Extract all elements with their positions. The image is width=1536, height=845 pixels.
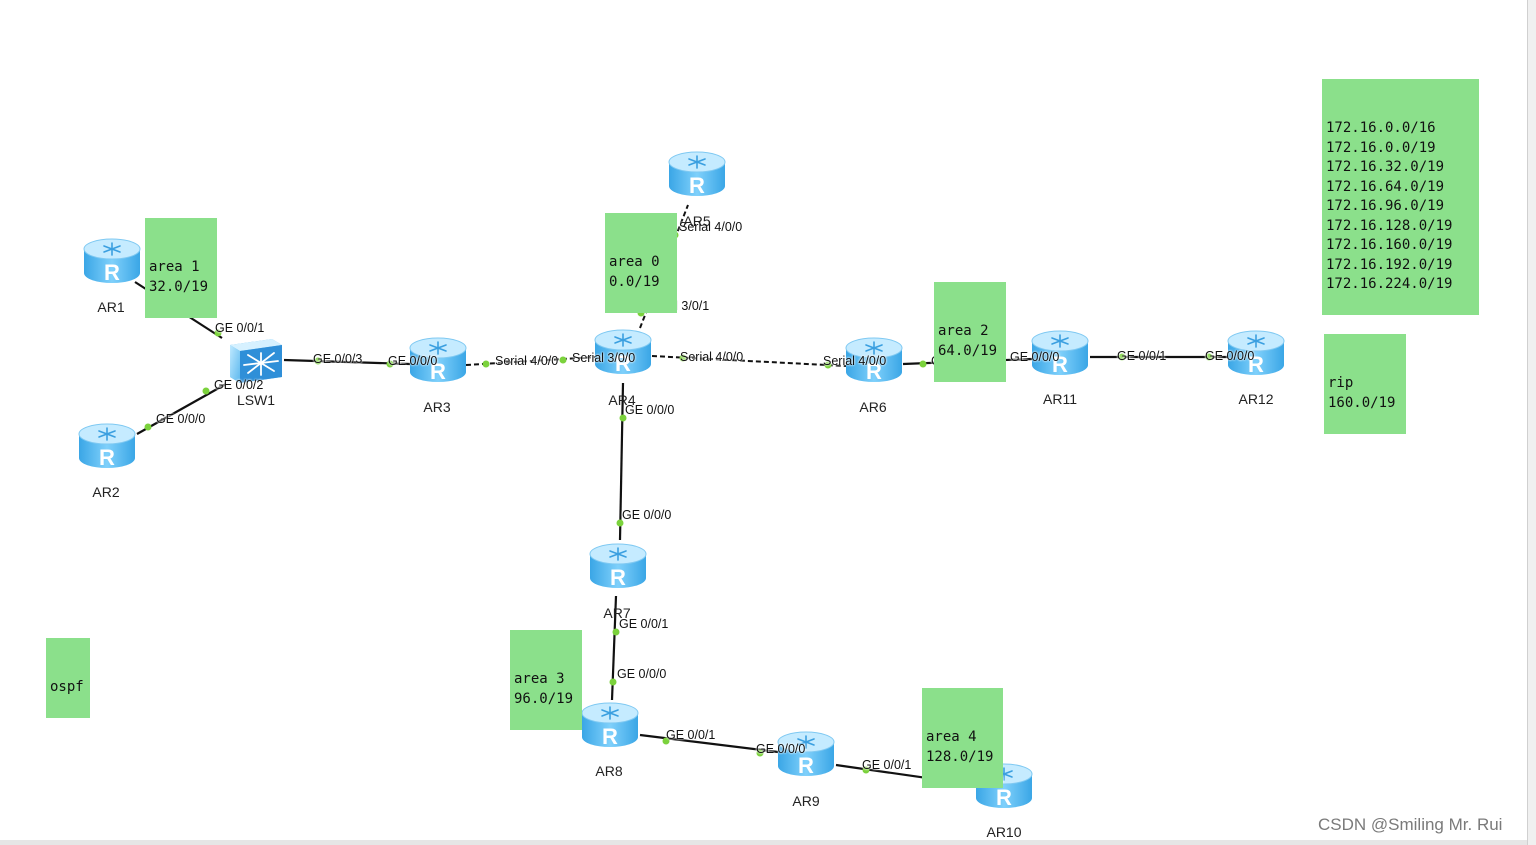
port-label-ar4: Serial 4/0/0 xyxy=(680,350,744,364)
device-label-ar10: AR10 xyxy=(986,824,1022,840)
device-label-ar7: AR7 xyxy=(603,605,631,621)
router-icon[interactable] xyxy=(83,238,141,286)
device-label-ar2: AR2 xyxy=(92,484,120,500)
port-label-ar9: GE 0/0/0 xyxy=(756,742,806,756)
link-ar3-ar4[interactable] xyxy=(465,356,597,366)
port-dot-ar11 xyxy=(1118,353,1126,361)
port-label-ar11: GE 0/0/0 xyxy=(1010,350,1060,364)
device-label-ar11: AR11 xyxy=(1043,391,1077,407)
note-ospf[interactable]: ospf xyxy=(46,638,90,718)
port-dot-ar9 xyxy=(862,766,870,774)
port-label-ar6: Serial 4/0/0 xyxy=(823,354,887,368)
port-label-ar8: GE 0/0/0 xyxy=(617,667,667,681)
router-icon[interactable] xyxy=(589,543,647,591)
device-label-ar12: AR12 xyxy=(1238,391,1274,407)
port-dot-ar7 xyxy=(612,628,620,636)
device-label-ar5: AR5 xyxy=(683,213,711,229)
router-icon[interactable] xyxy=(78,423,136,471)
device-label-ar3: AR3 xyxy=(423,399,451,415)
port-dot-ar8 xyxy=(609,678,617,686)
port-dot-ar8 xyxy=(662,737,670,745)
port-label-lsw1: GE 0/0/1 xyxy=(215,321,265,335)
port-dot-ar6 xyxy=(919,360,927,368)
port-label-lsw1: GE 0/0/3 xyxy=(313,352,363,366)
port-dots-layer xyxy=(144,231,1213,788)
router-icon[interactable] xyxy=(668,151,726,199)
link-ar4-ar7[interactable] xyxy=(618,382,625,541)
devices-layer xyxy=(78,151,1285,811)
link-ar8-ar9[interactable] xyxy=(639,733,779,754)
port-dot-ar4 xyxy=(559,356,567,364)
device-label-ar1: AR1 xyxy=(97,299,125,315)
device-label-ar9: AR9 xyxy=(792,793,820,809)
port-label-ar4: GE 0/0/0 xyxy=(625,403,675,417)
port-dot-ar6 xyxy=(824,361,832,369)
port-label-ar4: Serial 3/0/0 xyxy=(572,351,636,365)
horizontal-scrollbar[interactable] xyxy=(0,840,1527,845)
port-label-ar7: GE 0/0/0 xyxy=(622,508,672,522)
device-label-ar6: AR6 xyxy=(859,399,887,415)
port-label-ar2: GE 0/0/0 xyxy=(156,412,206,426)
port-label-ar8: GE 0/0/1 xyxy=(666,728,716,742)
device-label-ar4: AR4 xyxy=(608,392,636,408)
router-icon[interactable] xyxy=(581,702,639,750)
device-label-lsw1: LSW1 xyxy=(236,392,276,408)
port-label-lsw1: GE 0/0/2 xyxy=(214,378,264,392)
port-label-ar9: GE 0/0/1 xyxy=(862,758,912,772)
watermark: CSDN @Smiling Mr. Rui xyxy=(1318,815,1503,834)
vertical-scrollbar[interactable] xyxy=(1527,0,1536,845)
port-dot-ar12 xyxy=(1205,353,1213,361)
port-dot-ar3 xyxy=(386,360,394,368)
port-dot-ar7 xyxy=(616,519,624,527)
port-dot-ar4 xyxy=(679,354,687,362)
link-ar2-lsw1[interactable] xyxy=(136,383,227,435)
port-label-ar3: Serial 4/0/0 xyxy=(495,354,559,368)
port-label-ar7: GE 0/0/1 xyxy=(619,617,669,631)
port-dot-ar2 xyxy=(144,423,152,431)
port-dot-lsw1 xyxy=(314,357,322,365)
port-dot-ar3 xyxy=(482,360,490,368)
port-label-ar11: GE 0/0/1 xyxy=(1117,349,1167,363)
device-label-ar8: AR8 xyxy=(595,763,623,779)
port-label-ar3: GE 0/0/0 xyxy=(388,354,438,368)
links-layer xyxy=(134,204,1228,787)
port-label-ar12: GE 0/0/0 xyxy=(1205,349,1255,363)
port-dot-ar9 xyxy=(756,749,764,757)
port-dot-ar4 xyxy=(619,414,627,422)
switch-icon[interactable] xyxy=(229,338,283,384)
port-label-ar5: Serial 4/0/0 xyxy=(679,220,743,234)
port-dot-lsw1 xyxy=(202,387,210,395)
port-dot-lsw1 xyxy=(214,329,222,337)
